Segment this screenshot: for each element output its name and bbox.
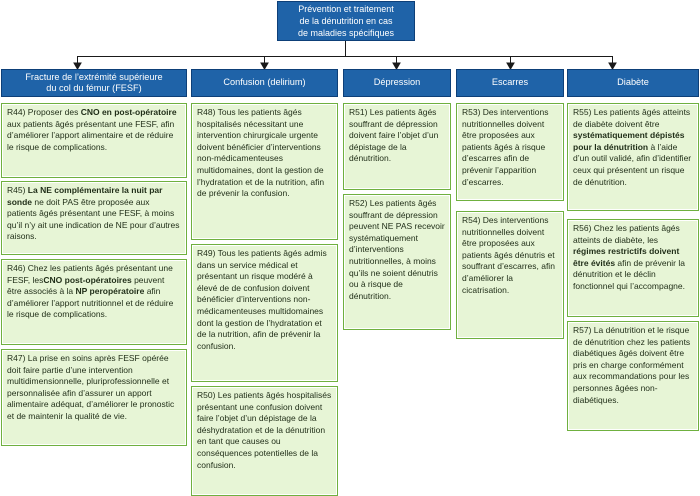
rec-r54: R54) Des interventions nutritionnelles d… <box>456 211 564 339</box>
rec-r47: R47) La prise en soins après FESF opérée… <box>1 349 187 446</box>
root-line: de la dénutrition en cas <box>299 16 393 26</box>
root-node: Prévention et traitement de la dénutriti… <box>277 1 415 41</box>
arrowhead-confusion <box>260 62 269 70</box>
rec-r53: R53) Des interventions nutritionnelles d… <box>456 103 564 201</box>
header-escarres-label: Escarres <box>491 77 529 88</box>
rec-r49: R49) Tous les patients âgés admis dans u… <box>191 244 338 382</box>
rec-r50: R50) Les patients âgés hospitalisés prés… <box>191 386 338 496</box>
rec-r56: R56) Chez les patients âgés atteints de … <box>567 219 699 317</box>
branch-bar <box>77 56 613 57</box>
rec-r44: R44) Proposer des CNO en post-opératoire… <box>1 103 187 178</box>
rec-r48: R48) Tous les patients âgés hospitalisés… <box>191 103 338 240</box>
header-diabete: Diabète <box>567 69 699 97</box>
header-diabete-label: Diabète <box>617 77 649 88</box>
header-depression: Dépression <box>343 69 451 97</box>
arrowhead-diabete <box>608 62 617 70</box>
header-fesf: Fracture de l’extrémité supérieure du co… <box>1 69 187 97</box>
rec-r46: R46) Chez les patients âgés présentant u… <box>1 259 187 345</box>
rec-r52: R52) Les patients âgés souffrant de dépr… <box>343 194 451 330</box>
arrowhead-fesf <box>73 62 82 70</box>
rec-r45: R45) La NE complémentaire la nuit par so… <box>1 181 187 255</box>
header-depression-label: Dépression <box>373 77 421 88</box>
header-confusion: Confusion (delirium) <box>191 69 338 97</box>
header-escarres: Escarres <box>456 69 564 97</box>
rec-r55: R55) Les patients âgés atteints de diabè… <box>567 103 699 211</box>
header-fesf-line: du col du fémur (FESF) <box>46 83 142 93</box>
rec-r51: R51) Les patients âgés souffrant de dépr… <box>343 103 451 190</box>
root-line: de maladies spécifiques <box>297 28 395 38</box>
header-fesf-line: Fracture de l’extrémité supérieure <box>25 71 163 82</box>
root-line: Prévention et traitement <box>298 4 394 14</box>
rec-r57: R57) La dénutrition et le risque de dénu… <box>567 321 699 431</box>
root-stem <box>345 41 346 57</box>
arrowhead-depression <box>392 62 401 70</box>
header-confusion-label: Confusion (delirium) <box>223 77 306 88</box>
arrowhead-escarres <box>506 62 515 70</box>
